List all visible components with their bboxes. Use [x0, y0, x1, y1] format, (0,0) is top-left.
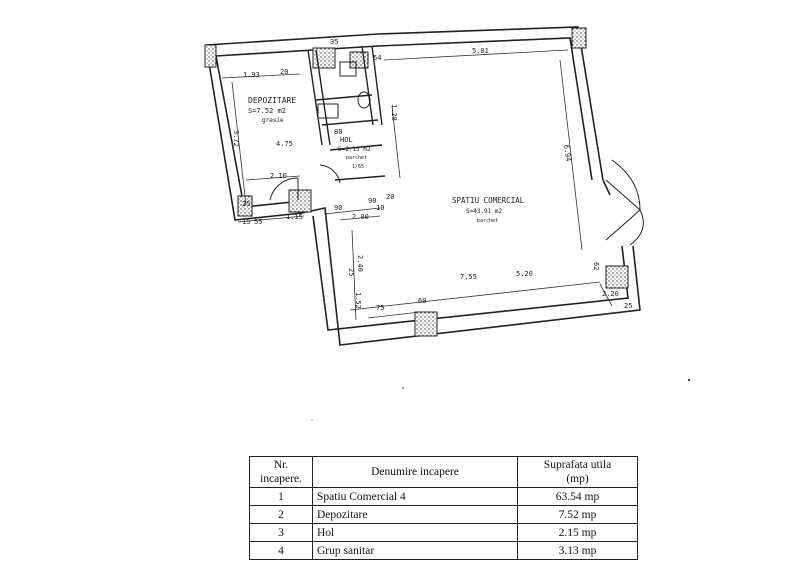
table-row: 4 Grup sanitar 3.13 mp: [249, 541, 638, 560]
dim-label: 62: [592, 262, 600, 270]
floor-plan-drawing: DEPOZITARE S=7.52 m2 gresie 4.75 HOL S=2…: [204, 26, 691, 421]
dim-label: 3.72: [232, 130, 240, 147]
table-row: 1 Spatiu Comercial 4 63.54 mp: [249, 487, 638, 506]
dim-label: 25: [242, 200, 250, 208]
row-area: 63.54 mp: [517, 487, 638, 506]
col-header-area: Suprafata utila (mp): [517, 456, 638, 488]
row-area: 2.15 mp: [517, 523, 638, 542]
room-hol-finish: parchet: [346, 155, 367, 161]
room-hol-extra: 1/65: [352, 164, 364, 170]
row-number: 1: [249, 487, 313, 506]
dim-label: 1.28: [390, 104, 398, 121]
col-header-nr-line2: incapere.: [260, 473, 302, 485]
room-depozitare-area: S=7.52 m2: [248, 107, 286, 115]
dim-label: 2.20: [602, 290, 619, 298]
row-number: 2: [249, 505, 313, 524]
room-hol-area: S=2.15 m2: [338, 146, 371, 153]
room-depozitare-finish: gresie: [262, 117, 284, 124]
dim-label: 7.55: [460, 273, 477, 281]
dim-label: 25: [347, 268, 355, 276]
dim-label: 2.40: [356, 255, 364, 272]
dim-label: 6.94: [562, 144, 572, 162]
scan-specks: [311, 378, 691, 421]
table-row: 3 Hol 2.15 mp: [249, 523, 638, 542]
row-room-name: Depozitare: [312, 505, 518, 524]
dim-label: 55: [254, 218, 262, 226]
room-hol-name: HOL: [340, 136, 353, 144]
row-room-name: Spatiu Comercial 4: [312, 487, 518, 506]
row-number: 3: [249, 523, 313, 542]
col-header-nr: Nr. incapere.: [249, 456, 313, 488]
room-depozitare-name: DEPOZITARE: [248, 96, 296, 105]
row-number: 4: [249, 541, 313, 560]
door-swings: [269, 159, 644, 246]
col-header-area-line1: Suprafata utila: [543, 459, 612, 471]
dim-label: 35: [330, 38, 338, 46]
dim-label: 60: [418, 297, 426, 305]
dimension-labels: 5.01 1.93 20 3.72 2.10 1.15 15 25 55 90 …: [232, 38, 632, 312]
dim-label: 2.10: [270, 172, 287, 180]
room-spatiu-finish: parchet: [477, 218, 498, 224]
dim-label: 2.00: [352, 213, 369, 221]
interior-walls: [307, 45, 386, 181]
dim-label: 20: [280, 68, 288, 76]
col-header-name: Denumire incapere: [312, 456, 518, 488]
row-room-name: Hol: [312, 523, 518, 542]
room-spatiu-area: S=43.91 m2: [466, 208, 503, 215]
dim-label: 1.15: [286, 213, 303, 221]
dim-label: 15: [242, 218, 250, 226]
room-areas-table: Nr. incapere. Denumire incapere Suprafat…: [249, 456, 638, 560]
wc-fixtures: [317, 61, 371, 119]
dimension-lines: [221, 49, 613, 321]
dim-label: 54: [373, 54, 381, 62]
room-spatiu-name: SPATIU COMERCIAL: [452, 196, 525, 205]
outer-walls: [205, 26, 641, 346]
dim-label: 5.20: [516, 270, 533, 278]
dim-label: 25: [624, 302, 632, 310]
dim-label: 10: [376, 204, 384, 212]
dim-label: 90: [368, 197, 376, 205]
table-row: 2 Depozitare 7.52 mp: [249, 505, 638, 524]
room-labels: DEPOZITARE S=7.52 m2 gresie 4.75 HOL S=2…: [248, 96, 525, 224]
dim-label: 90: [334, 204, 342, 212]
row-room-name: Grup sanitar: [312, 541, 518, 560]
dim-label: 20: [386, 193, 394, 201]
dim-label: 1.52: [354, 292, 362, 309]
wall-hatch-blocks: [204, 27, 629, 337]
col-header-area-line2: (mp): [566, 473, 589, 485]
dim-label: 80: [334, 128, 342, 136]
dim-label: 5.01: [472, 47, 489, 55]
col-header-nr-line1: Nr.: [273, 459, 289, 471]
dim-label: 1.93: [243, 71, 260, 79]
row-area: 7.52 mp: [517, 505, 638, 524]
table-header-row: Nr. incapere. Denumire incapere Suprafat…: [249, 456, 638, 488]
room-depozitare-height: 4.75: [276, 140, 293, 148]
row-area: 3.13 mp: [517, 541, 638, 560]
dim-label: 75: [376, 304, 384, 312]
